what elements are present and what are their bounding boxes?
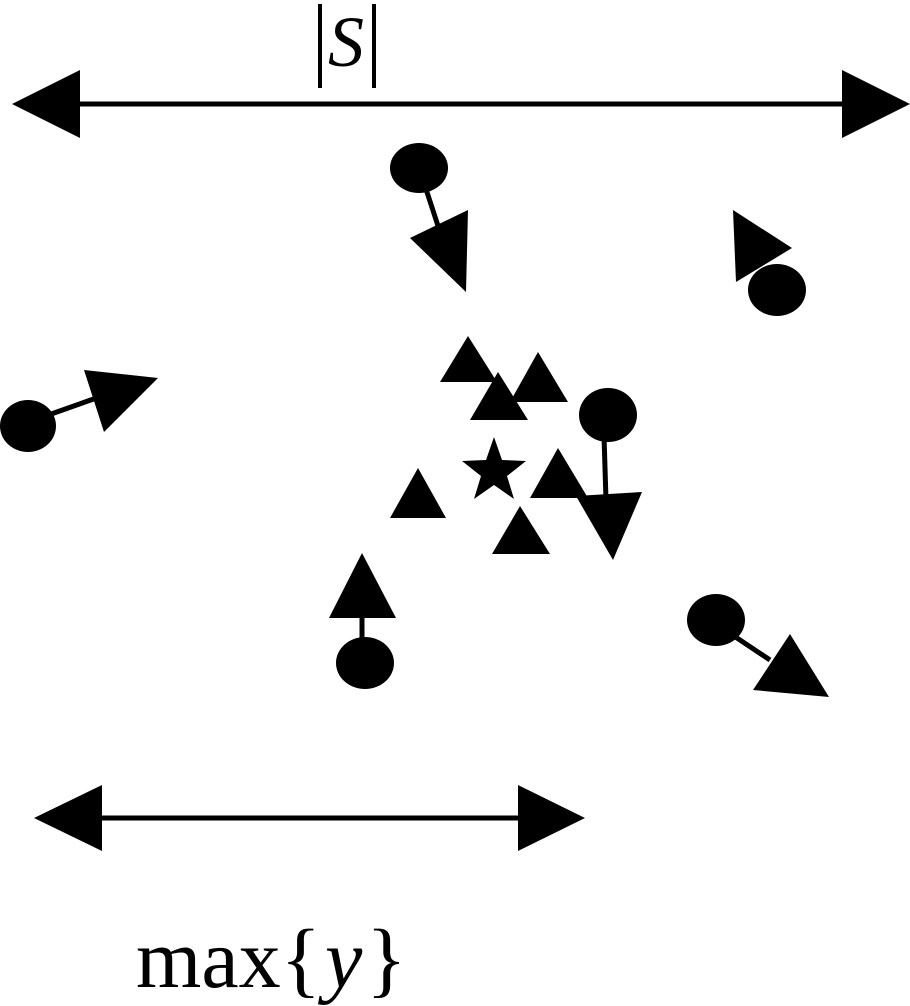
neighbor-triangle — [470, 372, 528, 420]
neighbor-triangle — [440, 336, 497, 382]
neighbor-triangle — [530, 448, 588, 498]
search-space-span-arrow — [12, 70, 910, 138]
open-brace: { — [280, 913, 321, 1006]
neighbor-triangle — [390, 468, 446, 518]
neighbor-triangle — [492, 506, 550, 554]
close-brace: } — [366, 913, 407, 1006]
particle-5 — [329, 553, 396, 689]
best-position-star — [462, 437, 526, 499]
search-space-size-label: S — [318, 2, 376, 88]
abs-bar-left — [318, 4, 322, 88]
range-variable: y — [324, 913, 363, 1006]
abs-bar-right — [372, 4, 376, 88]
particle-4 — [576, 388, 642, 560]
particle-1 — [390, 143, 468, 292]
max-range-label: max{y} — [136, 918, 407, 1002]
particle-2 — [733, 210, 806, 316]
max-range-span-arrow — [34, 785, 585, 851]
set-variable: S — [328, 2, 364, 82]
particle-3 — [0, 370, 158, 452]
max-function: max — [136, 913, 281, 1006]
particle-6 — [687, 594, 829, 697]
neighbor-triangle — [510, 352, 568, 402]
